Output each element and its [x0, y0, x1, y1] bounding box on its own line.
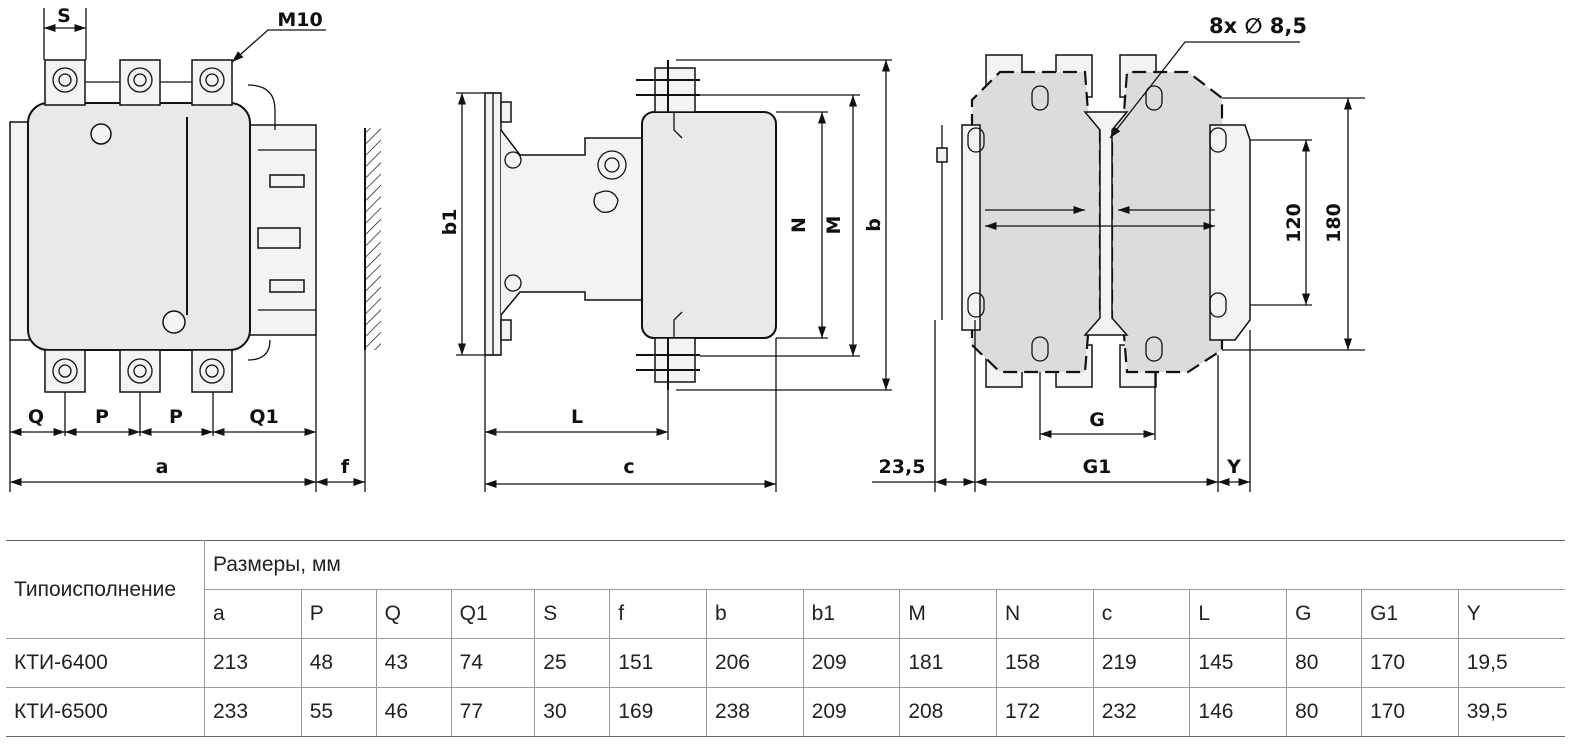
table-cell: 158: [996, 638, 1094, 688]
table-cell: 233: [204, 687, 302, 737]
table-cell: 238: [705, 687, 804, 737]
dim-120-label: 120: [1283, 203, 1305, 243]
table-row: КТИ-6400 213 48 43 74 25 151 206 209 181…: [6, 638, 1565, 688]
dim-N-label: N: [788, 217, 810, 233]
front-view: [9, 8, 381, 492]
dim-G-label: G: [1089, 409, 1105, 431]
column-header: M: [899, 589, 998, 639]
dim-P-label: P: [95, 406, 109, 428]
table-cell: 55: [300, 687, 377, 737]
table-header-row: Типоисполнение Размеры, мм: [6, 540, 1565, 639]
row-type: КТИ-6400: [6, 638, 205, 688]
table-cell: 151: [609, 638, 707, 688]
dim-P-label: P: [169, 406, 183, 428]
dim-Q-label: Q: [28, 406, 44, 428]
row-type: КТИ-6500: [6, 687, 205, 737]
dimensions-table: Типоисполнение Размеры, мм a P Q Q1 S f …: [6, 540, 1565, 737]
column-header: G1: [1361, 589, 1459, 639]
table-cell: 181: [899, 638, 998, 688]
dim-23-5-label: 23,5: [879, 456, 926, 478]
dim-M10-label: M10: [277, 9, 322, 31]
dim-holes-label: 8x ∅ 8,5: [1209, 14, 1307, 38]
side-view: [456, 59, 892, 492]
table-cell: 146: [1189, 687, 1288, 737]
column-header: c: [1092, 589, 1191, 639]
mounting-view: [872, 41, 1365, 492]
dim-S-label: S: [57, 5, 71, 27]
table-cell: 80: [1286, 638, 1363, 688]
dim-a-label: a: [156, 456, 169, 478]
table-cell: 43: [375, 638, 452, 688]
column-header: N: [996, 589, 1094, 639]
table-cell: 213: [204, 638, 302, 688]
column-header: Q1: [450, 589, 536, 639]
dim-f-label: f: [341, 456, 350, 478]
table-cell: 80: [1286, 687, 1363, 737]
table-cell: 145: [1189, 638, 1288, 688]
table-cell: 77: [450, 687, 536, 737]
column-header: f: [609, 589, 707, 639]
table-cell: 46: [375, 687, 452, 737]
column-header: Q: [375, 589, 452, 639]
table-cell: 172: [996, 687, 1094, 737]
table-cell: 25: [534, 638, 611, 688]
table-cell: 170: [1361, 687, 1459, 737]
table-cell: 206: [705, 638, 804, 688]
table-cell: 169: [609, 687, 707, 737]
dim-G1-label: G1: [1083, 456, 1112, 478]
table-cell: 219: [1092, 638, 1191, 688]
table-columns-row: a P Q Q1 S f b b1 M N c L G G1 Y: [6, 589, 1565, 639]
table-cell: 209: [802, 687, 901, 737]
column-header: b1: [802, 589, 901, 639]
dim-L-label: L: [571, 406, 583, 428]
table-cell: 39,5: [1457, 687, 1565, 737]
header-type: Типоисполнение: [6, 540, 205, 639]
table-cell: 19,5: [1457, 638, 1565, 688]
table-cell: 48: [300, 638, 377, 688]
dim-Q1-label: Q1: [249, 406, 278, 428]
dim-180-label: 180: [1323, 203, 1345, 243]
dim-Y-label: Y: [1226, 456, 1241, 478]
table-cell: 209: [802, 638, 901, 688]
table-cell: 30: [534, 687, 611, 737]
column-header: Y: [1457, 589, 1565, 639]
column-header: a: [204, 589, 302, 639]
table-cell: 170: [1361, 638, 1459, 688]
column-header: S: [534, 589, 611, 639]
technical-drawing: S M10 Q P P Q1 a f: [9, 5, 1365, 492]
header-sizes: Размеры, мм: [204, 540, 1565, 590]
table-row: КТИ-6500 233 55 46 77 30 169 238 209 208…: [6, 687, 1565, 737]
dim-b1-label: b1: [439, 209, 461, 236]
column-header: G: [1286, 589, 1363, 639]
dim-b-label: b: [863, 218, 885, 232]
column-header: P: [300, 589, 377, 639]
table-cell: 208: [899, 687, 998, 737]
column-header: b: [705, 589, 804, 639]
dim-c-label: c: [623, 456, 634, 478]
table-cell: 74: [450, 638, 536, 688]
dim-M-label: M: [823, 216, 845, 235]
column-header: L: [1189, 589, 1288, 639]
table-cell: 232: [1092, 687, 1191, 737]
